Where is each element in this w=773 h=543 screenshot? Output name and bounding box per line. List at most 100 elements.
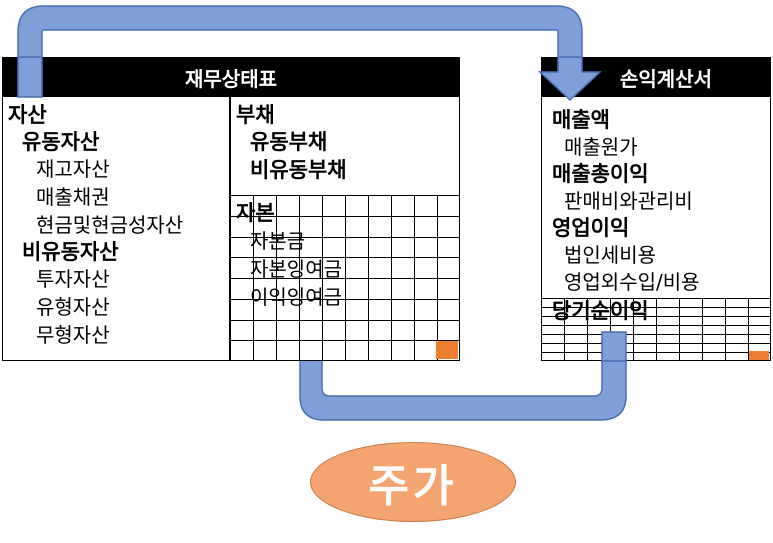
- grid-cell: [230, 215, 253, 237]
- grid-cell: [541, 334, 564, 343]
- net-income-line: 당기순이익: [552, 299, 649, 323]
- grid-cell: [541, 352, 564, 361]
- grid-cell: [299, 257, 322, 278]
- asset-item: 무형자산: [36, 323, 110, 347]
- current-liabilities: 유동부채: [250, 130, 328, 154]
- equity-heading: 자본: [236, 201, 275, 225]
- grid-cell: [437, 257, 460, 278]
- grid-cell: [725, 307, 748, 316]
- grid-cell: [253, 319, 276, 341]
- grid-cell: [587, 352, 610, 361]
- grid-cell: [368, 319, 391, 341]
- grid-cell: [725, 334, 748, 343]
- balance-sheet: [2, 57, 460, 361]
- grid-cell: [587, 298, 610, 307]
- grid-cell: [345, 215, 368, 237]
- grid-cell: [679, 307, 702, 316]
- equity-grid: [230, 195, 460, 361]
- grid-cell: [299, 215, 322, 237]
- income-line: 판매비와관리비: [564, 189, 693, 213]
- asset-item: 현금및현금성자산: [36, 213, 184, 237]
- grid-cell: [725, 352, 748, 361]
- assets-heading: 자산: [8, 103, 47, 127]
- grid-cell: [610, 307, 633, 316]
- equity-accent-cell: [436, 341, 458, 359]
- equity-item: 이익잉여금: [250, 285, 342, 309]
- asset-item: 유형자산: [36, 295, 110, 319]
- grid-cell: [322, 195, 345, 216]
- grid-cell: [725, 298, 748, 307]
- grid-cell: [564, 316, 587, 325]
- grid-cell: [253, 215, 276, 237]
- equity-item: 자본금: [250, 229, 306, 253]
- grid-cell: [391, 298, 414, 320]
- grid-cell: [702, 316, 725, 325]
- grid-cell: [656, 352, 679, 361]
- grid-cell: [345, 340, 368, 361]
- grid-cell: [253, 257, 276, 278]
- grid-cell: [656, 298, 679, 307]
- grid-cell: [230, 319, 253, 341]
- grid-cell: [748, 307, 771, 316]
- grid-cell: [322, 257, 345, 278]
- grid-cell: [748, 325, 771, 334]
- grid-cell: [253, 298, 276, 320]
- grid-cell: [702, 343, 725, 352]
- grid-cell: [391, 257, 414, 278]
- grid-cell: [345, 236, 368, 258]
- grid-cell: [702, 298, 725, 307]
- grid-cell: [414, 195, 437, 216]
- grid-cell: [633, 316, 656, 325]
- grid-cell: [414, 278, 437, 299]
- grid-cell: [368, 298, 391, 320]
- balance-sheet-title: 재무상태표: [2, 57, 460, 97]
- grid-cell: [322, 319, 345, 341]
- grid-cell: [230, 298, 253, 320]
- grid-cell: [633, 352, 656, 361]
- grid-cell: [656, 334, 679, 343]
- grid-cell: [437, 298, 460, 320]
- income-line: 매출원가: [564, 135, 638, 159]
- grid-cell: [276, 319, 299, 341]
- grid-cell: [322, 236, 345, 258]
- grid-cell: [610, 325, 633, 334]
- grid-cell: [587, 334, 610, 343]
- income-statement-title: 손익계산서: [541, 57, 771, 97]
- grid-cell: [541, 307, 564, 316]
- grid-cell: [564, 307, 587, 316]
- grid-cell: [679, 298, 702, 307]
- grid-cell: [610, 316, 633, 325]
- grid-cell: [276, 257, 299, 278]
- grid-cell: [345, 195, 368, 216]
- grid-cell: [391, 215, 414, 237]
- grid-cell: [253, 195, 276, 216]
- grid-cell: [679, 343, 702, 352]
- grid-cell: [230, 257, 253, 278]
- grid-cell: [702, 325, 725, 334]
- grid-cell: [748, 334, 771, 343]
- grid-cell: [725, 325, 748, 334]
- grid-cell: [345, 278, 368, 299]
- grid-cell: [368, 236, 391, 258]
- current-assets-heading: 유동자산: [22, 130, 100, 154]
- grid-cell: [368, 340, 391, 361]
- noncurrent-liabilities: 비유동부채: [250, 158, 347, 182]
- grid-cell: [679, 316, 702, 325]
- grid-cell: [414, 236, 437, 258]
- stock-price-ellipse: 주가: [310, 442, 516, 522]
- grid-cell: [679, 325, 702, 334]
- grid-cell: [276, 340, 299, 361]
- grid-cell: [276, 236, 299, 258]
- grid-cell: [322, 215, 345, 237]
- grid-cell: [391, 278, 414, 299]
- grid-cell: [299, 236, 322, 258]
- grid-cell: [345, 298, 368, 320]
- grid-cell: [299, 298, 322, 320]
- grid-cell: [299, 195, 322, 216]
- grid-cell: [414, 340, 437, 361]
- grid-cell: [702, 334, 725, 343]
- grid-cell: [587, 307, 610, 316]
- grid-cell: [368, 215, 391, 237]
